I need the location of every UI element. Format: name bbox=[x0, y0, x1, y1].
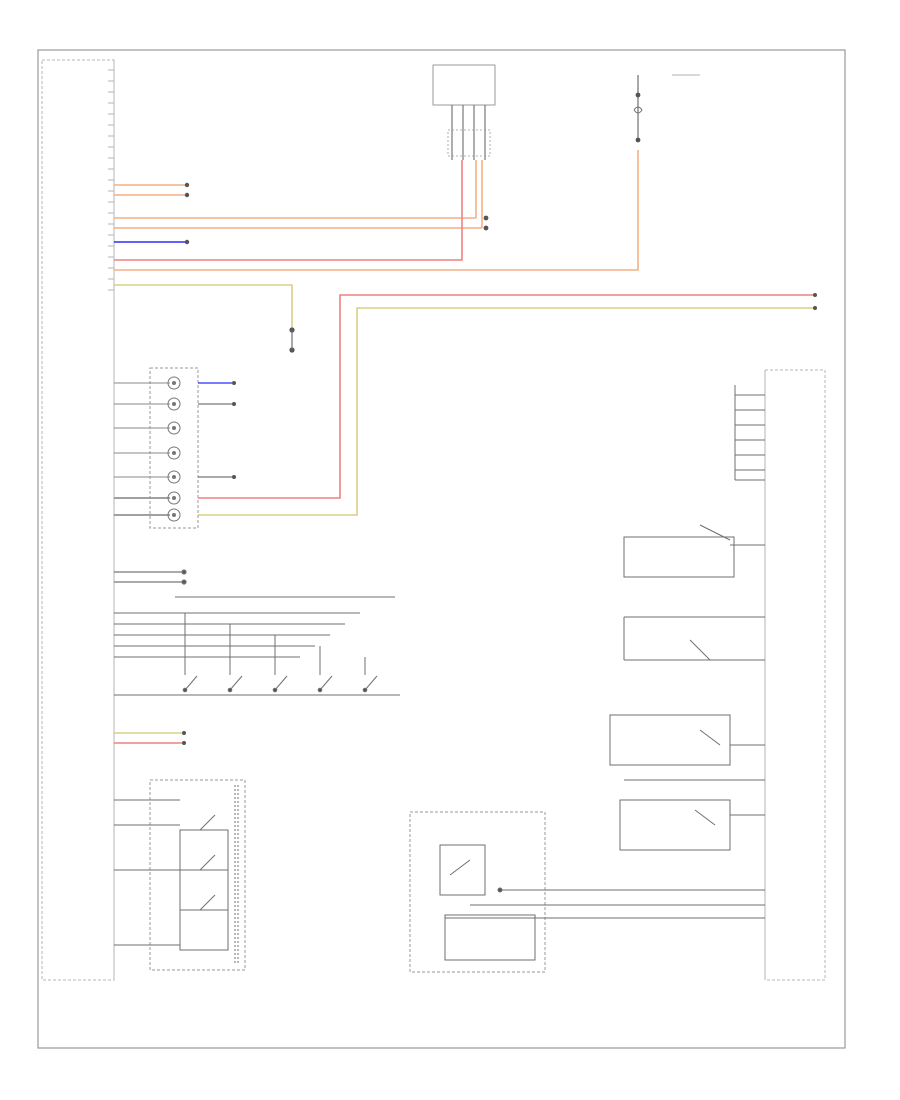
junction-connector-block bbox=[114, 367, 199, 529]
switch-pivot bbox=[317, 687, 323, 693]
cruise-switch-assembly bbox=[114, 779, 246, 971]
top-relay-module bbox=[432, 64, 496, 160]
connector-terminal bbox=[167, 508, 181, 522]
connector-pin bbox=[172, 451, 176, 455]
connector-terminal bbox=[167, 446, 181, 460]
top-right-fuse bbox=[633, 74, 700, 143]
switch-pivot bbox=[362, 687, 368, 693]
bottom-left-stubs bbox=[114, 731, 186, 745]
connector-terminal bbox=[167, 491, 181, 505]
connector-pin bbox=[172, 475, 176, 479]
connector-pin bbox=[172, 496, 176, 500]
switch-contact bbox=[364, 675, 378, 691]
left-module-pin-ticks bbox=[108, 69, 114, 291]
switch-contact bbox=[184, 675, 198, 691]
switch-pivot bbox=[227, 687, 233, 693]
right-control-module bbox=[764, 369, 826, 981]
switch-ladder bbox=[114, 596, 400, 696]
connector-terminal bbox=[167, 376, 181, 390]
connector-terminal bbox=[167, 397, 181, 411]
connector-pin bbox=[172, 402, 176, 406]
center-switch-assembly bbox=[409, 811, 765, 973]
left-control-module bbox=[41, 59, 115, 981]
mid-left-stubs bbox=[114, 569, 187, 585]
switch-contact bbox=[319, 675, 333, 691]
diagram-frame bbox=[37, 49, 846, 1049]
connector-pin bbox=[172, 381, 176, 385]
switch-pivot bbox=[182, 687, 188, 693]
connector-terminal bbox=[167, 421, 181, 435]
connector-side-wires bbox=[198, 381, 236, 479]
connector-terminal bbox=[167, 470, 181, 484]
bus-connectors bbox=[289, 215, 817, 353]
switch-pivot bbox=[272, 687, 278, 693]
top-stub-wires bbox=[114, 182, 190, 245]
switch-contact bbox=[229, 675, 243, 691]
right-switch-stack bbox=[609, 385, 765, 851]
colored-bus-wires bbox=[114, 150, 815, 516]
switch-contact bbox=[274, 675, 288, 691]
connector-pin bbox=[172, 426, 176, 430]
connector-pin bbox=[172, 513, 176, 517]
